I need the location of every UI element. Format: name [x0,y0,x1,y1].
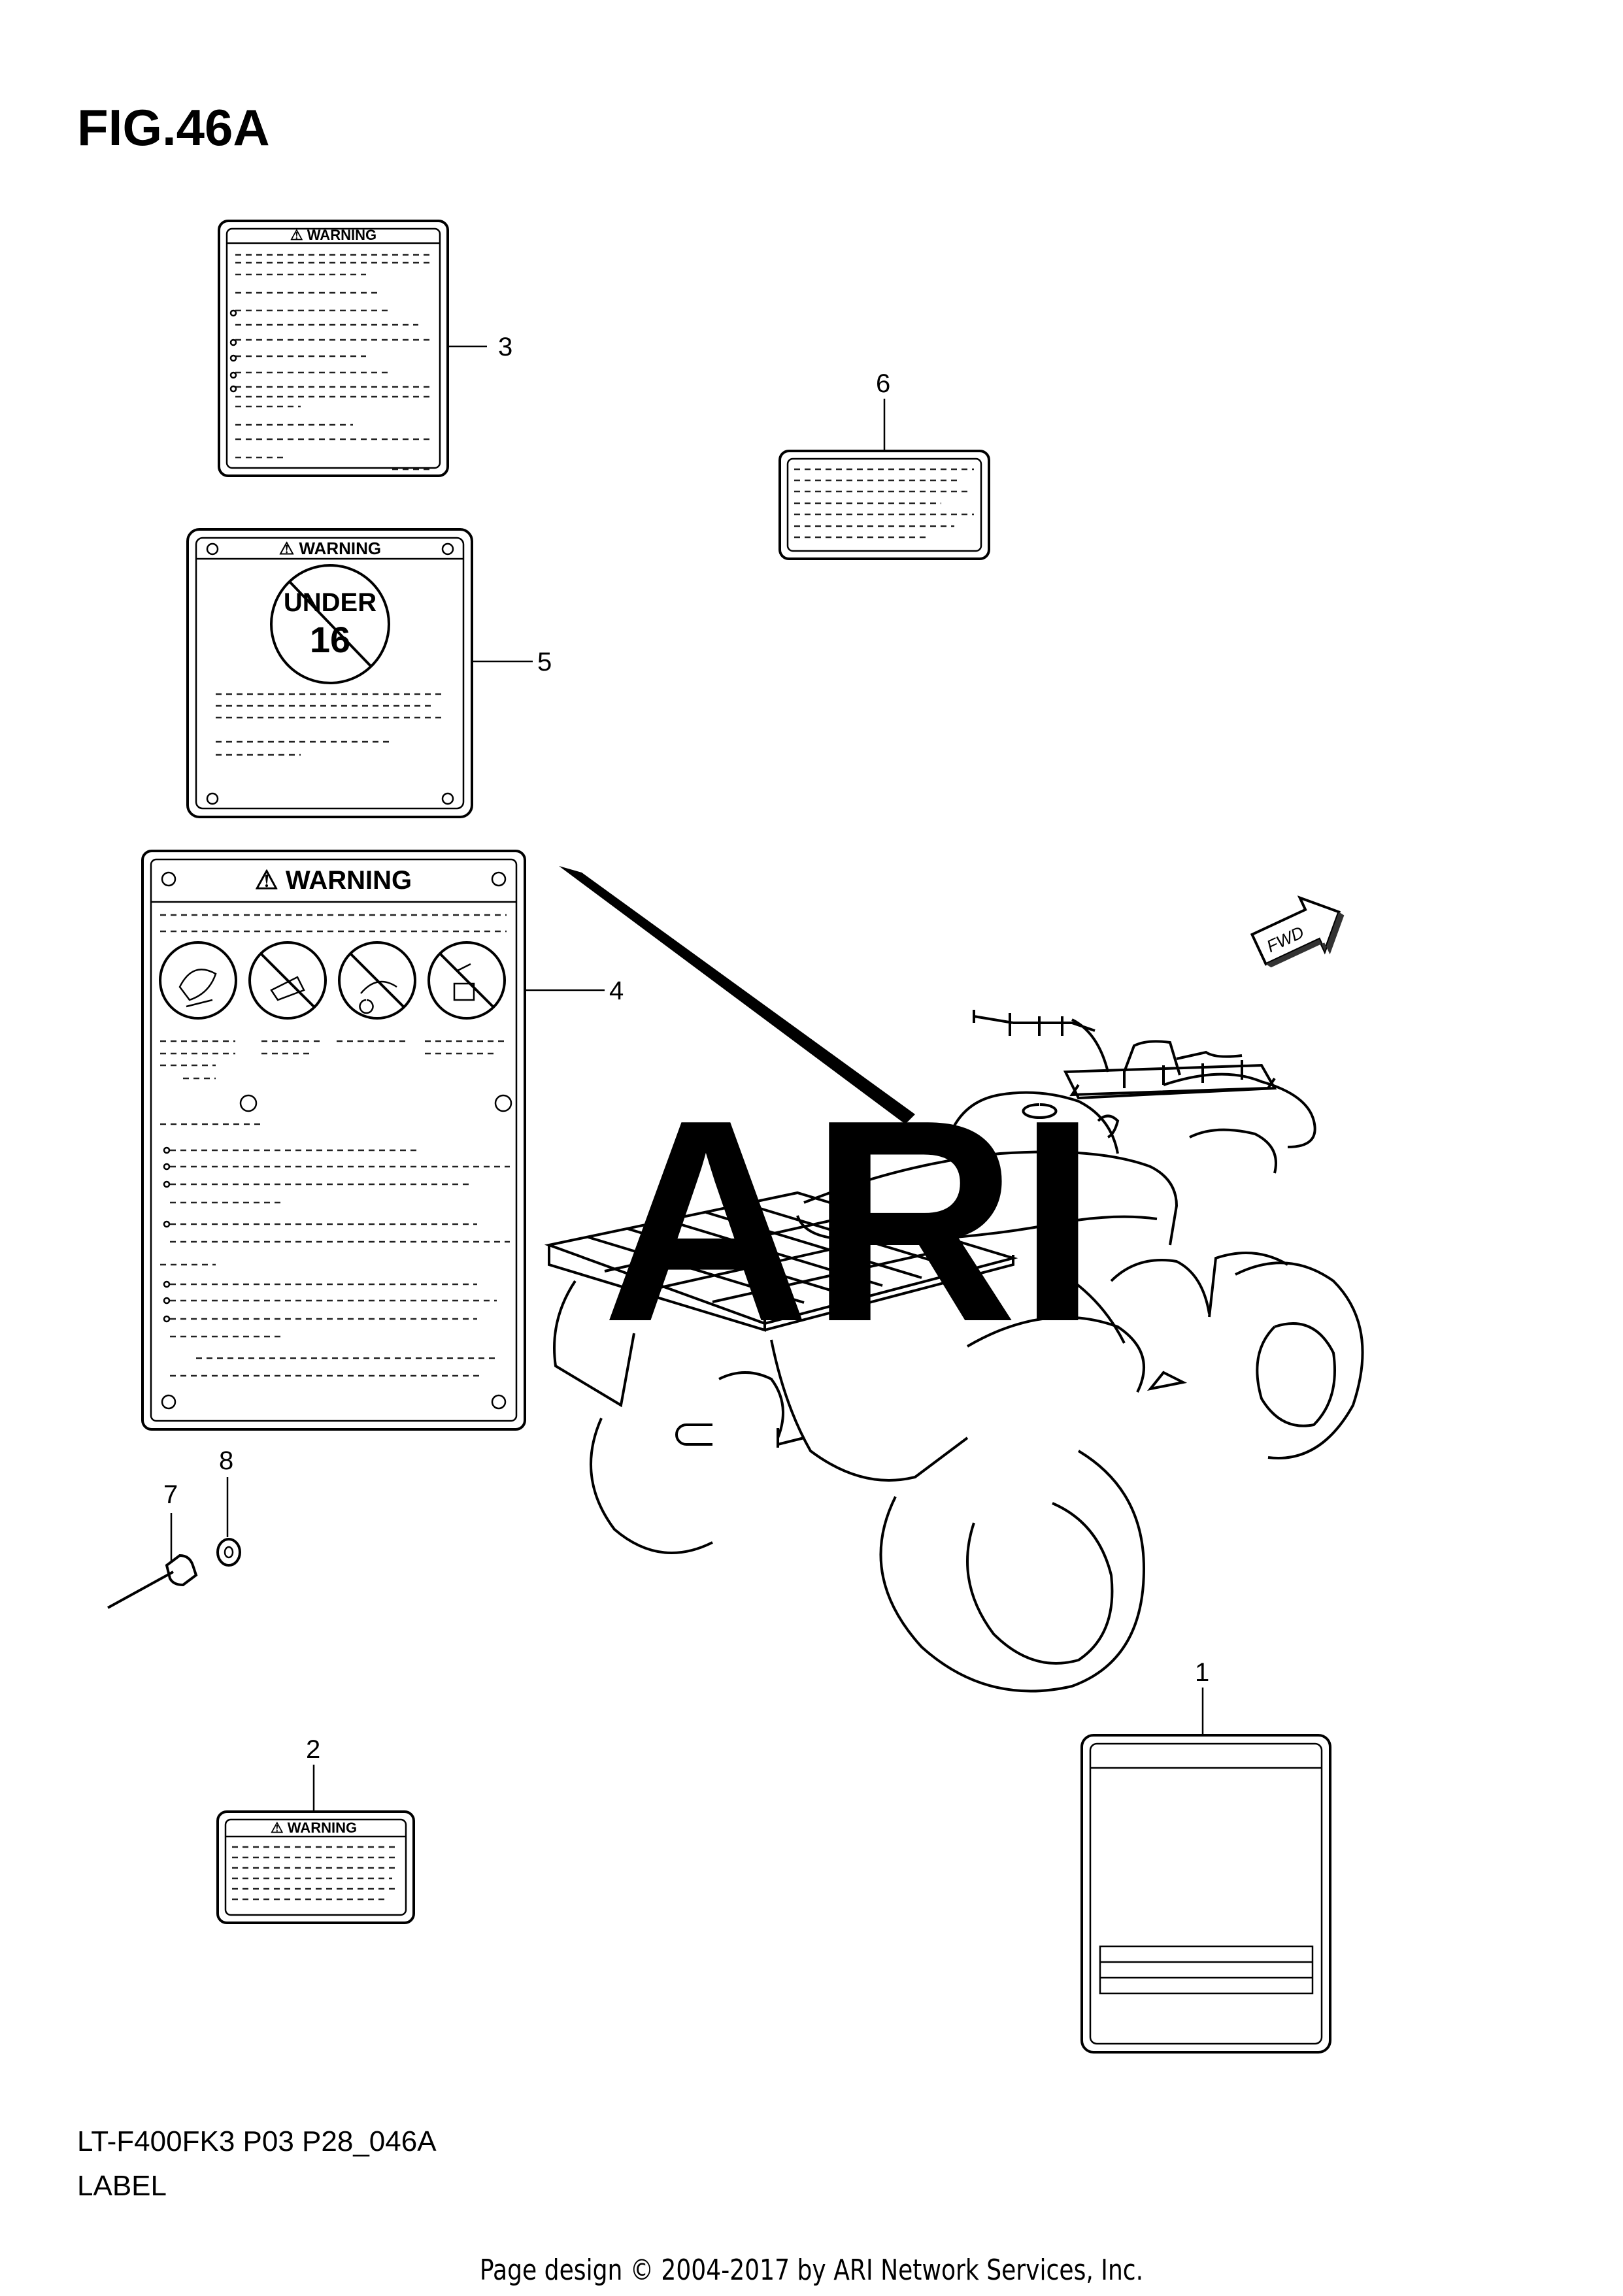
category-label: LABEL [77,2170,167,2202]
callout-5: 5 [537,648,552,676]
atv-illustration [544,1010,1364,1693]
callout-3: 3 [498,333,512,361]
callout-2: 2 [306,1735,320,1764]
warning-label-2[interactable]: ⚠ WARNING [216,1810,415,1924]
svg-text:⚠ WARNING: ⚠ WARNING [290,227,376,243]
rivet-7[interactable] [107,1554,198,1609]
washer-8[interactable] [216,1538,241,1567]
warning-label-3[interactable]: ⚠ WARNING [218,220,449,477]
callout-1: 1 [1195,1658,1209,1687]
callout-7: 7 [163,1480,178,1509]
under-text: UNDER [284,588,376,617]
svg-text:⚠ WARNING: ⚠ WARNING [255,866,412,895]
model-code: LT-F400FK3 P03 P28_046A [77,2125,437,2157]
figure-title: FIG.46A [77,99,270,156]
callout-4: 4 [609,976,624,1005]
under-16-label-5[interactable]: ⚠ WARNING UNDER 16 [186,528,473,818]
fwd-arrow-icon: FWD [1250,895,1345,968]
svg-text:⚠ WARNING: ⚠ WARNING [279,539,381,558]
location-pointer [559,866,915,1124]
label-6[interactable] [778,450,990,560]
callout-8: 8 [219,1446,233,1475]
copyright-footer: Page design © 2004-2017 by ARI Network S… [479,2254,1144,2287]
warning-label-4[interactable]: ⚠ WARNING [141,850,526,1431]
svg-text:⚠ WARNING: ⚠ WARNING [271,1820,357,1836]
watermark: ARI [602,1061,1097,1382]
callout-6: 6 [876,369,890,398]
info-label-1[interactable] [1080,1734,1331,2054]
pictogram-row [159,941,506,1020]
warning-text: WARNING [307,227,376,243]
